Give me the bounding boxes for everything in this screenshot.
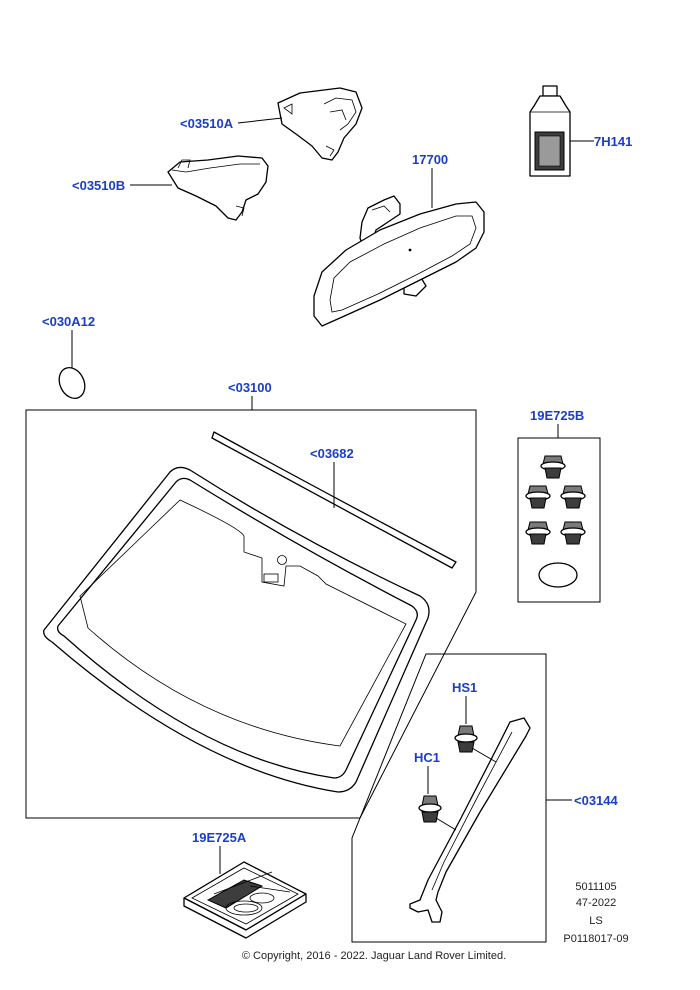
pillar-trim-box (351, 653, 547, 943)
callout-HC1[interactable]: HC1 (414, 750, 440, 765)
urethane-kit[interactable] (183, 861, 307, 939)
clip-3 (560, 485, 586, 509)
callout-03510A[interactable]: <03510A (180, 116, 234, 131)
callout-19E725A[interactable]: 19E725A (192, 830, 247, 845)
clip-1 (540, 455, 566, 479)
clip-hs1[interactable] (454, 725, 478, 753)
a-pillar-trim[interactable] (409, 717, 531, 923)
callout-03144[interactable]: <03144 (574, 793, 619, 808)
leader-hs1-to-trim (471, 747, 497, 763)
meta-line-4: P0118017-09 (563, 933, 628, 945)
callout-HS1[interactable]: HS1 (452, 680, 477, 695)
clip-5 (560, 521, 586, 545)
clip-set[interactable] (525, 455, 586, 588)
clip-2 (525, 485, 551, 509)
clip-4 (525, 521, 551, 545)
rear-view-mirror[interactable] (313, 195, 485, 327)
windshield-group-box (25, 409, 477, 819)
clip-kit-box (517, 437, 601, 603)
adhesive-bottle[interactable] (529, 85, 571, 177)
callout-7H141[interactable]: 7H141 (594, 134, 632, 149)
leader-hc1-to-trim (435, 817, 457, 831)
callout-030A12[interactable]: <030A12 (42, 314, 95, 329)
callout-17700[interactable]: 17700 (412, 152, 448, 167)
callout-03682[interactable]: <03682 (310, 446, 354, 461)
copyright-notice: © Copyright, 2016 - 2022. Jaguar Land Ro… (242, 950, 506, 962)
mirror-cover-lower[interactable] (167, 155, 269, 221)
callout-03100[interactable]: <03100 (228, 380, 272, 395)
meta-line-2: 47-2022 (576, 897, 616, 909)
meta-line-1: 5011105 (575, 881, 616, 893)
clip-kit-pad (538, 562, 578, 588)
windshield-glass[interactable] (43, 466, 430, 793)
callout-03510B[interactable]: <03510B (72, 178, 125, 193)
clip-hc1[interactable] (418, 795, 442, 823)
callout-19E725B[interactable]: 19E725B (530, 408, 584, 423)
mirror-cover-upper[interactable] (277, 87, 363, 161)
adhesive-pad[interactable] (54, 363, 89, 402)
leader-03510A (237, 117, 283, 124)
meta-line-3: LS (589, 915, 602, 927)
